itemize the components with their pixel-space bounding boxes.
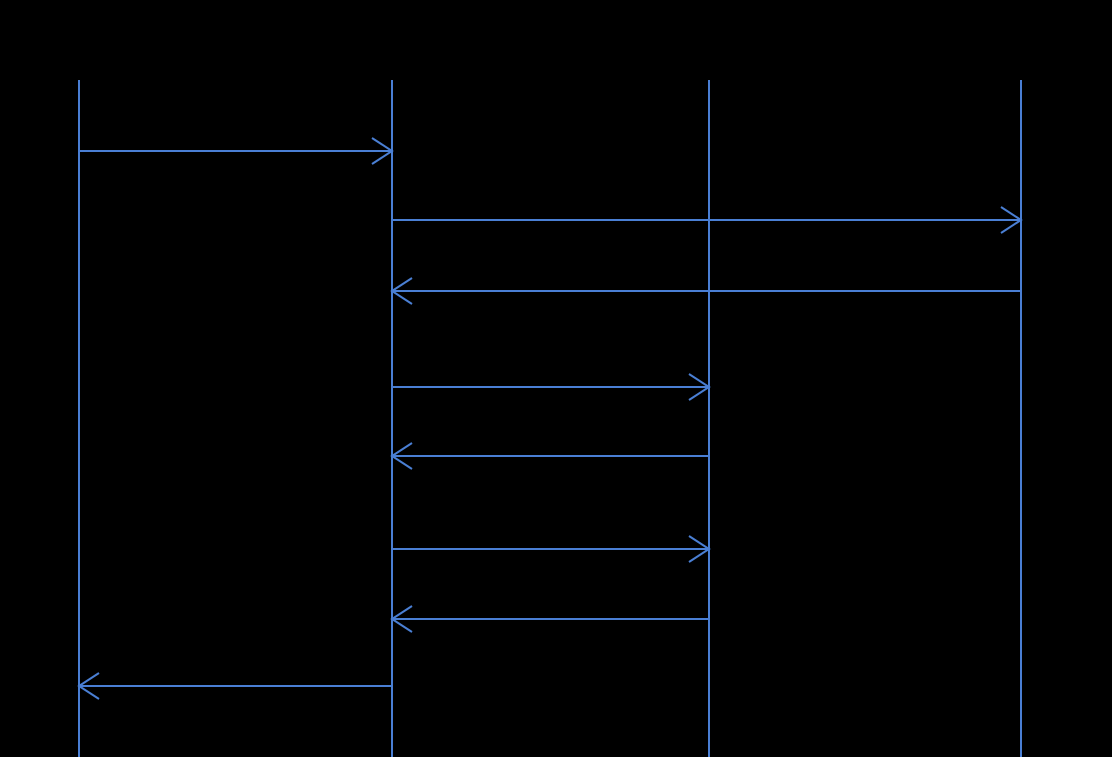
message-arrowhead-1: [371, 137, 394, 165]
message-6[interactable]: [392, 535, 711, 563]
message-arrowhead-8: [77, 672, 100, 700]
message-8[interactable]: [77, 672, 392, 700]
participants-layer: [78, 80, 1022, 757]
message-arrowhead-6: [688, 535, 711, 563]
message-1[interactable]: [79, 137, 394, 165]
message-3[interactable]: [390, 277, 1021, 305]
message-4[interactable]: [392, 373, 711, 401]
message-arrowhead-7: [390, 605, 413, 633]
message-2[interactable]: [392, 206, 1023, 234]
message-arrowhead-4: [688, 373, 711, 401]
message-arrowhead-2: [1000, 206, 1023, 234]
messages-layer: [77, 137, 1023, 700]
message-7[interactable]: [390, 605, 709, 633]
message-arrowhead-5: [390, 442, 413, 470]
message-5[interactable]: [390, 442, 709, 470]
message-arrowhead-3: [390, 277, 413, 305]
